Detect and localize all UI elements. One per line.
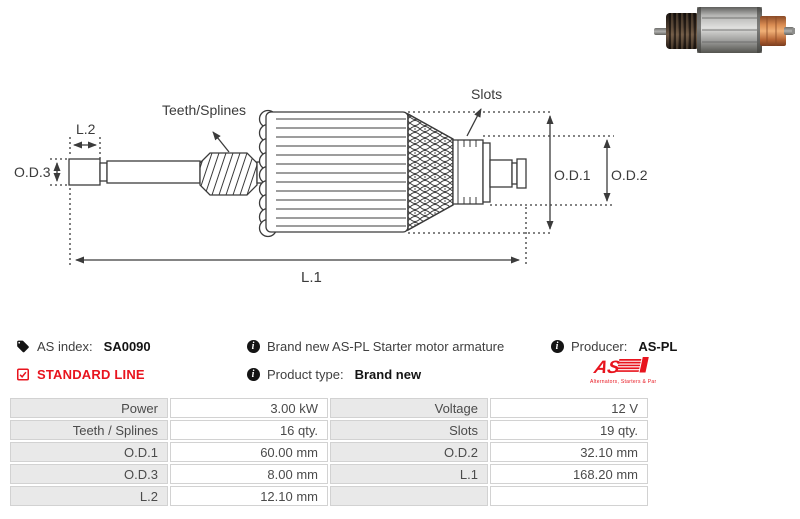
producer-label: Producer: [571, 339, 628, 354]
description-row: i Brand new AS-PL Starter motor armature [246, 339, 504, 354]
spec-value-cell: 12.10 mm [170, 486, 328, 506]
spec-value-cell: 3.00 kW [170, 398, 328, 418]
standard-line-badge: STANDARD LINE [37, 367, 145, 382]
as-index-row: AS index: SA0090 [16, 339, 151, 354]
product-description: Brand new AS-PL Starter motor armature [267, 339, 505, 354]
as-index-label: AS index: [37, 339, 93, 354]
diagram-label-od1: O.D.1 [554, 167, 591, 183]
spec-row: L.2 12.10 mm [10, 486, 648, 506]
spec-label-cell: O.D.1 [10, 442, 168, 462]
checkbox-check-icon [16, 368, 30, 382]
diagram-label-slots: Slots [471, 86, 502, 102]
spec-label-cell: L.2 [10, 486, 168, 506]
as-pl-logo-subtext: Alternators, Starters & Parts [590, 379, 656, 385]
product-type-value: Brand new [354, 367, 422, 382]
as-pl-logo-text: AS [592, 357, 622, 377]
spec-label-cell: Slots [330, 420, 488, 440]
info-icon: i [246, 340, 260, 354]
info-icon: i [550, 340, 564, 354]
product-type-label: Product type: [267, 367, 344, 382]
diagram-label-l2: L.2 [76, 121, 96, 137]
spec-label-cell: O.D.2 [330, 442, 488, 462]
diagram-label-teeth-splines: Teeth/Splines [162, 102, 246, 118]
spec-value-cell: 19 qty. [490, 420, 648, 440]
armature-product-photo[interactable] [652, 4, 796, 56]
as-index-value: SA0090 [103, 339, 151, 354]
spec-row: Power 3.00 kW Voltage 12 V [10, 398, 648, 418]
as-pl-logo: AS Alternators, Starters & Parts [590, 357, 656, 385]
spec-row: Teeth / Splines 16 qty. Slots 19 qty. [10, 420, 648, 440]
tag-icon [16, 340, 30, 354]
spec-label-cell: O.D.3 [10, 464, 168, 484]
spec-label-cell [330, 486, 488, 506]
spec-label-cell: Teeth / Splines [10, 420, 168, 440]
info-icon: i [246, 368, 260, 382]
producer-row: i Producer: AS-PL [550, 339, 677, 354]
spec-value-cell: 16 qty. [170, 420, 328, 440]
spec-label-cell: L.1 [330, 464, 488, 484]
diagram-label-od2: O.D.2 [611, 167, 648, 183]
spec-row: O.D.1 60.00 mm O.D.2 32.10 mm [10, 442, 648, 462]
spec-label-cell: Power [10, 398, 168, 418]
spec-row: O.D.3 8.00 mm L.1 168.20 mm [10, 464, 648, 484]
standard-line-row: STANDARD LINE [16, 367, 145, 382]
product-type-row: i Product type: Brand new [246, 367, 421, 382]
spec-value-cell: 60.00 mm [170, 442, 328, 462]
spec-value-cell: 32.10 mm [490, 442, 648, 462]
spec-table: Power 3.00 kW Voltage 12 V Teeth / Splin… [8, 396, 650, 508]
spec-value-cell: 168.20 mm [490, 464, 648, 484]
diagram-label-od3: O.D.3 [14, 164, 51, 180]
spec-label-cell: Voltage [330, 398, 488, 418]
diagram-geometry [50, 108, 614, 266]
diagram-label-l1: L.1 [301, 269, 322, 286]
spec-value-cell: 8.00 mm [170, 464, 328, 484]
producer-value: AS-PL [638, 339, 678, 354]
spec-value-cell: 12 V [490, 398, 648, 418]
armature-dimension-diagram: Teeth/Splines Slots L.2 O.D.3 O.D.1 O.D.… [14, 86, 648, 286]
spec-value-cell [490, 486, 648, 506]
